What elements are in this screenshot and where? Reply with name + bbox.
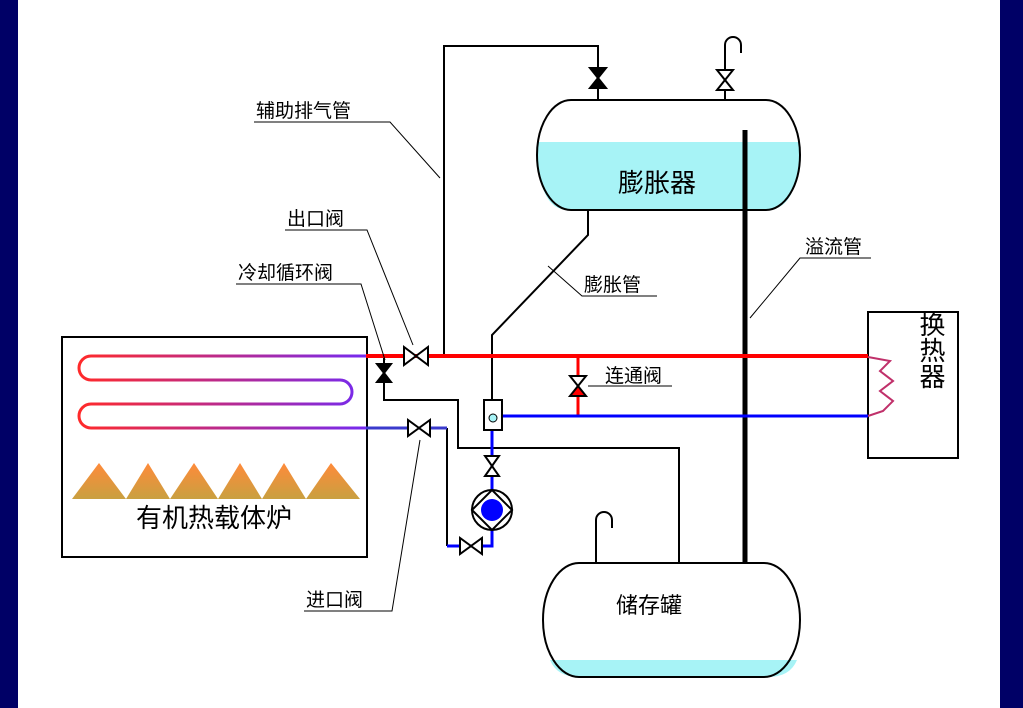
aux-vent-valve: [587, 67, 609, 89]
expansion-tank-label: 膨胀器: [618, 169, 696, 199]
inlet-valve-leader: [304, 439, 421, 612]
furnace-label: 有机热载体炉: [136, 504, 292, 534]
inlet-valve-label: 进口阀: [306, 589, 363, 611]
pump-inlet-valve: [459, 536, 483, 556]
expansion-tank-liquid: [537, 142, 800, 210]
expansion-pipe-label: 膨胀管: [584, 274, 641, 296]
expansion-tank-shell: [536, 99, 801, 211]
filter-core: [488, 413, 498, 423]
overflow-leader: [749, 257, 871, 319]
cooling-valve-leader: [236, 283, 386, 361]
leader-lines: [236, 121, 871, 612]
cooling-loop-pipe: [383, 356, 680, 563]
cooling-loop-valve-label: 冷却循环阀: [238, 262, 333, 284]
heat-exchanger-label: 换热器: [915, 311, 945, 389]
connecting-valve-label: 连通阀: [605, 365, 662, 387]
expansion-tank: [536, 99, 801, 211]
storage-vent-hook: [595, 511, 613, 563]
expansion-pipe-leader: [547, 265, 657, 297]
storage-tank-liquid: [550, 660, 797, 677]
furnace-coil: [77, 354, 388, 430]
heat-exchanger-box: [867, 311, 959, 459]
expansion-pipe: [491, 210, 589, 404]
overflow-pipe-label: 溢流管: [805, 236, 862, 258]
outlet-valve-label: 出口阀: [287, 208, 344, 230]
top-vent-hook: [724, 36, 742, 100]
pump-outlet-valve: [483, 455, 501, 477]
heat-exchanger-coil: [867, 356, 895, 417]
aux-vent-leader: [254, 121, 441, 179]
circulation-pump: [470, 488, 514, 532]
furnace-flames: [72, 463, 360, 499]
connecting-valve: [567, 375, 589, 397]
outlet-valve-leader: [285, 229, 414, 346]
furnace-box: [61, 336, 368, 558]
aux-vent-pipe-label: 辅助排气管: [256, 100, 351, 122]
cooling-loop-valve: [374, 363, 394, 383]
storage-tank-shell: [542, 562, 801, 678]
top-vent-valve: [714, 69, 736, 91]
storage-tank-label: 储存罐: [616, 594, 682, 619]
inlet-valve: [407, 418, 431, 438]
outlet-valve: [403, 345, 429, 367]
storage-tank: [542, 562, 801, 678]
